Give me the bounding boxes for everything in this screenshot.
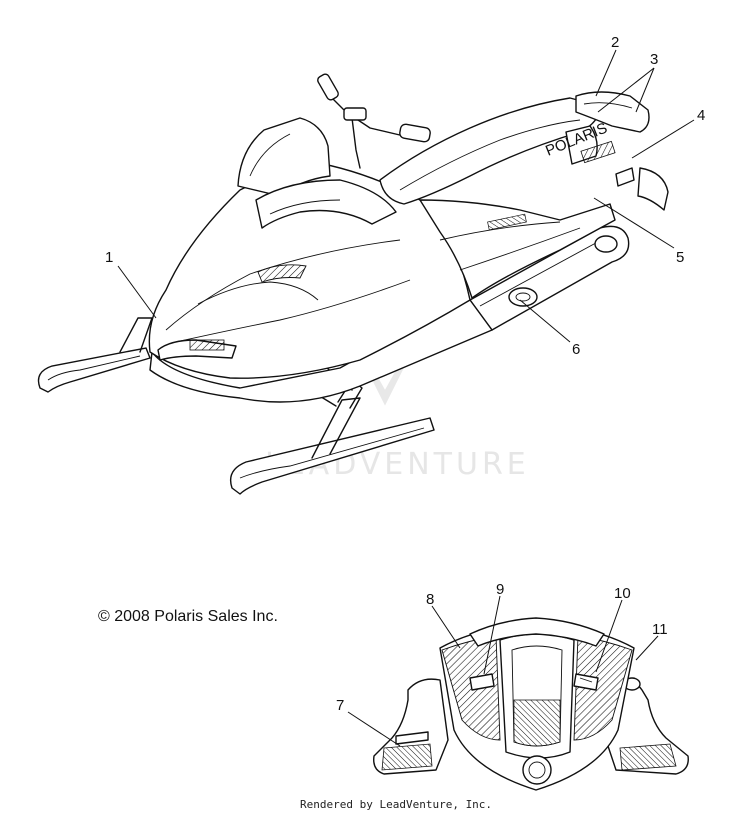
callout-11: 11 bbox=[652, 621, 668, 638]
copyright-text: © 2008 Polaris Sales Inc. bbox=[98, 608, 278, 625]
callout-4: 4 bbox=[697, 107, 705, 124]
callout-6: 6 bbox=[572, 341, 580, 358]
callout-1: 1 bbox=[105, 249, 113, 266]
callout-2: 2 bbox=[611, 34, 619, 51]
callout-3: 3 bbox=[650, 51, 658, 68]
callout-9: 9 bbox=[496, 581, 504, 598]
callout-5: 5 bbox=[676, 249, 684, 266]
footer-text: Rendered by LeadVenture, Inc. bbox=[300, 798, 492, 811]
callout-10: 10 bbox=[614, 585, 631, 602]
leader-lines-top bbox=[117, 49, 695, 343]
hood-front-view-drawing bbox=[373, 617, 689, 791]
callout-8: 8 bbox=[426, 591, 434, 608]
leader-lines-bottom bbox=[347, 595, 659, 747]
callout-7: 7 bbox=[336, 697, 344, 714]
snowmobile-drawing: POLARIS bbox=[37, 73, 669, 495]
